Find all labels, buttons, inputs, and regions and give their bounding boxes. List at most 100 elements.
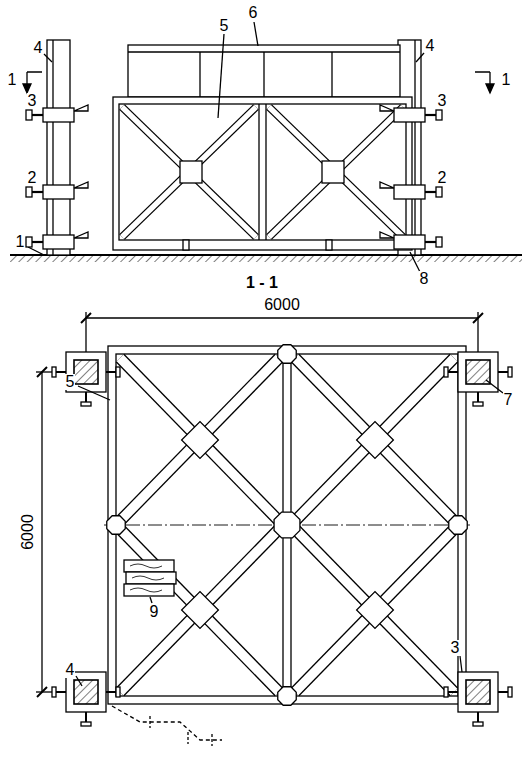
leader-line — [78, 386, 110, 400]
diagonal-brace — [269, 107, 403, 237]
bolt-nut — [508, 687, 512, 697]
callout-number: 2 — [27, 170, 38, 186]
callout-number: 3 — [27, 93, 38, 109]
bolt-nut — [436, 187, 442, 197]
section-arrow — [23, 72, 42, 93]
gusset-plate — [180, 161, 202, 183]
bolt-nut — [436, 110, 442, 120]
bolt-nut — [473, 722, 483, 726]
callout-number: 3 — [437, 93, 448, 109]
diagonal-brace — [122, 107, 256, 237]
hub-plate — [449, 516, 467, 534]
diagonal-brace — [122, 107, 256, 237]
clamp-body — [394, 235, 425, 249]
diagonal-brace — [120, 529, 279, 692]
diagonal-brace — [295, 529, 454, 692]
deck-panel — [128, 45, 400, 97]
hub-plate — [274, 512, 300, 538]
clamp-body — [43, 108, 74, 122]
swung-clamp — [112, 706, 222, 740]
dimension-label: 6000 — [20, 513, 36, 551]
diagonal-brace — [120, 529, 279, 692]
leader-line — [410, 252, 420, 272]
clamp-body — [394, 108, 425, 122]
bolt-nut — [444, 687, 448, 697]
bolt-nut — [26, 237, 32, 247]
callout-number: 7 — [503, 392, 514, 408]
clamp-body — [43, 235, 74, 249]
callout-number: 3 — [450, 640, 461, 656]
diagonal-brace — [120, 358, 279, 521]
truss-inner — [119, 104, 406, 240]
clamp-plate — [458, 672, 498, 712]
diagonal-brace — [120, 529, 279, 692]
column-section — [466, 680, 490, 704]
bolt-nut — [26, 110, 32, 120]
diagonal-brace — [120, 358, 279, 521]
dimension-line — [41, 372, 42, 692]
leader-line — [460, 656, 462, 672]
gusset-plate — [182, 592, 219, 629]
callout-number: 5 — [65, 374, 76, 390]
truss-frame — [113, 97, 412, 250]
bolt-nut — [81, 722, 91, 726]
deck-joint — [331, 52, 332, 97]
leader-line — [416, 53, 424, 62]
hub-plate — [278, 345, 296, 363]
section-title: 1 - 1 — [245, 275, 279, 291]
diagonal-brace — [122, 107, 256, 237]
gusset-plate — [322, 161, 344, 183]
truss-diagonals — [122, 107, 403, 237]
callout-number: 4 — [425, 38, 436, 54]
deck-joint — [199, 52, 200, 97]
ground-hatch — [10, 256, 522, 262]
clamp-plate — [66, 672, 106, 712]
clamp-body — [43, 185, 74, 199]
gusset-plate — [182, 422, 219, 459]
frame-foot — [326, 240, 332, 250]
bolt-nut — [436, 237, 442, 247]
callout-number: 2 — [437, 170, 448, 186]
diagonal-brace — [120, 529, 279, 692]
callout-number: 6 — [248, 5, 259, 21]
gusset-plate — [357, 422, 394, 459]
drawing-stroke — [130, 564, 164, 592]
clamp-plate — [458, 352, 498, 392]
ground-line — [10, 254, 522, 256]
diagonal-brace — [295, 358, 454, 521]
section-arrow — [475, 72, 494, 93]
plan-view — [36, 312, 512, 746]
callout-number: 4 — [65, 662, 76, 678]
bolt-nut — [473, 402, 483, 406]
deck-joint — [263, 52, 264, 97]
wedge — [380, 232, 394, 238]
columns — [52, 352, 512, 726]
wedge — [74, 105, 88, 111]
column-section — [74, 680, 98, 704]
leader-line — [218, 34, 224, 118]
column-edge — [52, 40, 53, 255]
callout-number: 4 — [33, 40, 44, 56]
timber-stack — [124, 560, 176, 596]
dimension-line — [86, 317, 478, 318]
diagonal-brace — [295, 358, 454, 521]
gusset-plate — [357, 592, 394, 629]
dimension-tick — [37, 367, 47, 377]
section-mark: 1 — [501, 72, 512, 88]
callout-number: 9 — [149, 604, 160, 620]
bolt-nut — [52, 687, 56, 697]
wedge — [74, 182, 88, 188]
leader-line — [486, 380, 503, 393]
diagonal-brace — [120, 358, 279, 521]
dimension-tick — [81, 313, 91, 323]
leader-line — [28, 247, 44, 255]
wedge — [74, 232, 88, 238]
hub-plate — [278, 687, 296, 705]
dimension-label: 6000 — [263, 297, 301, 313]
diagonal-brace — [295, 529, 454, 692]
frame-foot — [183, 240, 189, 250]
drawing-stroke — [124, 560, 174, 572]
diagonal-brace — [295, 358, 454, 521]
leader-line — [150, 597, 152, 603]
